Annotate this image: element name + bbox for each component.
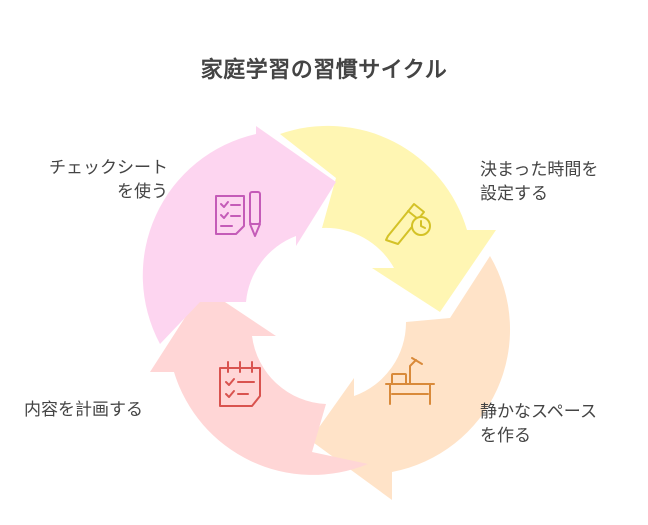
step-label-time: 決まった時間を 設定する [480,160,599,204]
checklist-pen-icon [215,191,261,237]
cycle-segment-checksheet [142,126,336,344]
planner-icon [219,361,261,407]
cycle-segment-time [280,125,496,312]
pencil-clock-icon [385,203,431,245]
step-label-plan: 内容を計画する [24,400,143,420]
desk-lamp-icon [385,357,435,405]
step-label-space: 静かなスペース を作る [480,402,597,446]
diagram-title: 家庭学習の習慣サイクル [200,58,448,83]
step-label-checksheet: チェックシート を使う [49,158,168,202]
